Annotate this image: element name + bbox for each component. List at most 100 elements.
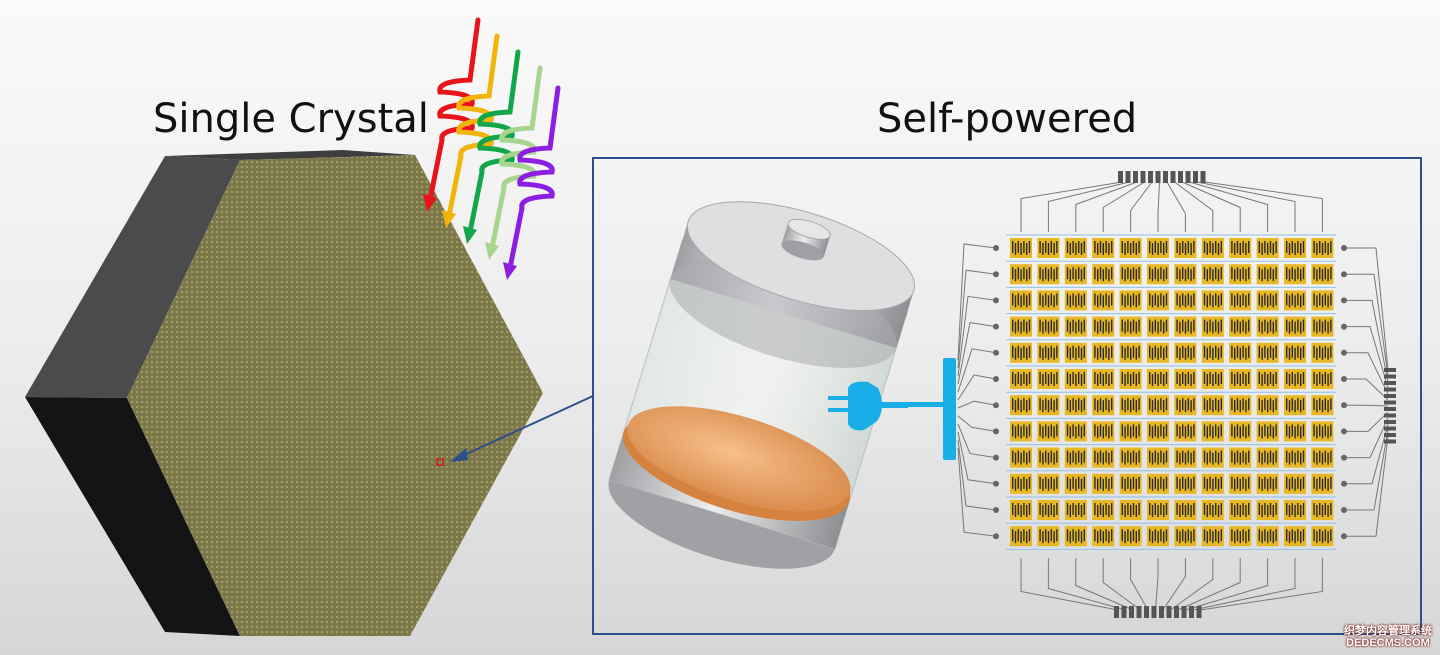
electrode-pixel <box>1092 264 1115 285</box>
contact-pad <box>993 533 999 540</box>
electrode-pixel <box>1119 369 1142 389</box>
electrode-pixel <box>1256 264 1279 285</box>
wire-top <box>1047 181 1130 232</box>
electrode-pixel <box>1174 369 1197 389</box>
wire-right <box>1344 352 1389 395</box>
electrode-pixel <box>1147 500 1169 520</box>
connector-pin-bottom <box>1136 606 1142 618</box>
electrode-pixel <box>1174 526 1197 547</box>
electrode-pixel <box>1119 316 1142 337</box>
electrode-pixel <box>1119 290 1142 311</box>
wire-left <box>957 431 997 485</box>
electrode-pixel <box>1010 290 1032 311</box>
wire-top <box>1196 181 1296 232</box>
connector-pin-top <box>1133 171 1138 183</box>
electrode-pixel <box>1064 369 1087 389</box>
electrode-pixel <box>1119 447 1142 468</box>
electrode-pixel <box>1119 526 1142 547</box>
contact-pad <box>993 245 999 251</box>
electrode-pixel <box>1147 316 1169 337</box>
wire-bottom <box>1102 558 1141 611</box>
electrode-pixel <box>1037 264 1060 285</box>
electrode-pixel <box>1256 342 1279 363</box>
electrode-pixel <box>1010 238 1032 258</box>
plug-icon <box>828 358 956 460</box>
electrode-pixel <box>1311 473 1334 494</box>
electrode-pixel <box>1201 290 1224 311</box>
connector-pin-top <box>1155 171 1161 183</box>
electrode-pixel <box>1256 526 1279 547</box>
electrode-pixel <box>1147 473 1169 494</box>
electrode-pixel <box>1092 342 1115 363</box>
electrode-pixel <box>1256 421 1279 442</box>
electrode-pixel <box>1284 526 1306 547</box>
wire-left <box>957 415 997 432</box>
contact-pad <box>1341 428 1347 435</box>
light-wave-arrowhead-4 <box>485 242 499 260</box>
connector-pin-bottom <box>1181 606 1187 618</box>
electrode-pixel <box>1229 421 1252 442</box>
connector-pin-right <box>1384 426 1396 431</box>
contact-pad <box>1341 297 1347 304</box>
self-powered-frame <box>592 157 1422 635</box>
electrode-pixel <box>1229 500 1252 520</box>
electrode-pixel <box>1201 369 1224 389</box>
electrode-pixel <box>1256 238 1279 258</box>
electrode-pixel <box>1010 500 1032 520</box>
electrode-pixel <box>1147 526 1169 547</box>
electrode-pixel <box>1037 447 1060 468</box>
electrode-pixel <box>1229 447 1252 468</box>
electrode-pixel <box>1119 500 1142 520</box>
light-wave-arrowhead-2 <box>442 210 456 228</box>
battery-icon <box>608 201 916 569</box>
wire-right <box>1344 429 1389 511</box>
wire-right <box>1344 378 1389 401</box>
contact-pad <box>1341 271 1347 278</box>
electrode-pixel <box>1284 500 1306 520</box>
contact-pad <box>993 297 999 304</box>
electrode-pixel <box>1147 290 1169 311</box>
electrode-pixel <box>1147 342 1169 363</box>
electrode-pixel <box>1311 316 1334 337</box>
electrode-array <box>957 171 1396 618</box>
wire-bottom <box>1155 558 1159 611</box>
wire-right <box>1344 417 1389 459</box>
electrode-pixel <box>1174 473 1197 494</box>
connector-pin-bottom <box>1144 606 1149 618</box>
electrode-pixel <box>1174 421 1197 442</box>
watermark: 织梦内容管理系统 DEDECMS.COM <box>1344 625 1432 649</box>
electrode-pixel <box>1064 264 1087 285</box>
electrode-pixel <box>1064 500 1087 520</box>
electrode-pixel <box>1037 342 1060 363</box>
wire-bottom <box>1162 558 1186 611</box>
contact-pad <box>993 507 999 513</box>
electrode-pixel <box>1092 421 1115 442</box>
electrode-pixel <box>1119 342 1142 363</box>
self-powered-label: Self-powered <box>877 96 1138 142</box>
electrode-pixel <box>1256 395 1279 416</box>
crystal-lower-side <box>25 397 240 636</box>
electrode-pixel <box>1119 421 1142 442</box>
wire-top <box>1075 181 1138 232</box>
connector-pin-top <box>1178 171 1183 183</box>
wire-right <box>1344 404 1389 407</box>
electrode-pixel <box>1092 290 1115 311</box>
wire-top <box>1204 181 1323 232</box>
wire-left <box>957 423 997 459</box>
connector-pin-bottom <box>1121 606 1127 618</box>
light-wave-5 <box>507 85 561 271</box>
contact-pad <box>1341 349 1347 356</box>
connector-pin-right <box>1384 420 1396 424</box>
wire-top <box>1189 181 1269 232</box>
electrode-pixel <box>1311 369 1334 389</box>
electrode-pixel <box>1311 447 1334 468</box>
electrode-pixel <box>1201 500 1224 520</box>
electrode-pixel <box>1284 264 1306 285</box>
electrode-pixel <box>1229 238 1252 258</box>
electrode-pixel <box>1284 290 1306 311</box>
connector-pin-right <box>1384 439 1396 444</box>
electrode-pixel <box>1201 316 1224 337</box>
electrode-pixel <box>1284 473 1306 494</box>
electrode-pixel <box>1311 238 1334 258</box>
